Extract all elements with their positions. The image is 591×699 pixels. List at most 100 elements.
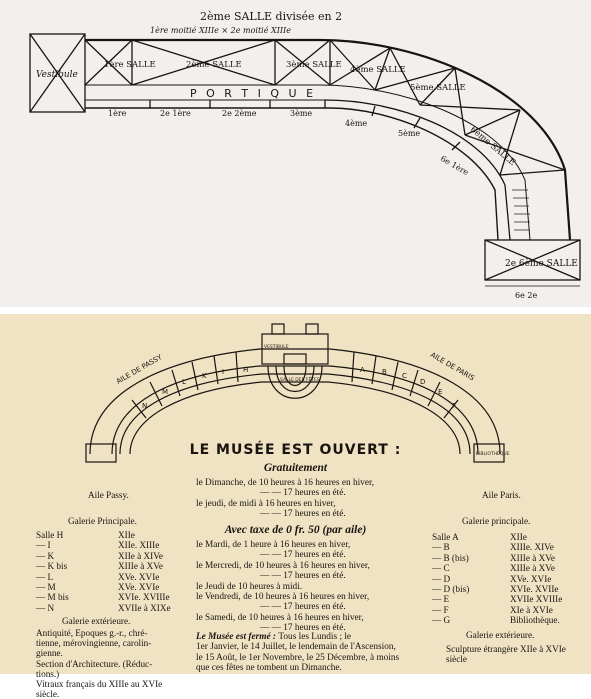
room-name: — D (bis) xyxy=(432,584,470,595)
bottom-plan-drawing: AILE DE PASSY AILE DE PARIS H I K L M N … xyxy=(85,323,510,463)
closed-text-3: le 15 Août, le 1er Novembre, le 25 Décem… xyxy=(196,652,400,663)
room-period: XVIIe à XIXe xyxy=(118,602,171,613)
vestibule-box xyxy=(29,33,86,113)
room-period: XIIe xyxy=(118,530,135,540)
room-name: — M xyxy=(36,582,56,593)
bay-6-label: 5ème xyxy=(398,129,420,138)
fee-hours-line: le Vendredi, de 10 heures à 16 heures en… xyxy=(196,592,370,603)
paris-wing-title: Aile Paris. xyxy=(482,490,521,500)
hall-5-label: 5ème SALLE xyxy=(410,82,466,93)
paris-exterior-heading: Galerie extérieure. xyxy=(466,630,535,640)
passy-exterior-text: Antiquité, Epoques g.-r., chré- tienne, … xyxy=(36,628,162,699)
exterior-line: Sculpture étrangère XIIe à XVIe xyxy=(446,644,566,654)
room-period: XVe. XVIe xyxy=(118,571,160,582)
room-l: L xyxy=(182,378,186,386)
bay-5-label: 4ème xyxy=(345,119,367,128)
salle-des-fetes-label: SALLE DES FÊTES xyxy=(280,375,320,383)
room-period: XIIIe à XVe xyxy=(510,563,555,574)
fee-entry-heading: Avec taxe de 0 fr. 50 (par aile) xyxy=(224,524,367,536)
room-i: I xyxy=(222,368,224,376)
closed-notice: Le Musée est fermé : Tous les Lundis ; l… xyxy=(196,632,436,674)
wing-passy-label: AILE DE PASSY xyxy=(115,353,164,386)
fee-hours-line: — — 17 heures en été. xyxy=(260,550,346,561)
vestibule-plan-label: VESTIBULE xyxy=(264,344,289,350)
bay-7-label: 6e 1ère xyxy=(439,154,470,177)
room-name: — E xyxy=(432,594,450,605)
closed-text-2: 1er Janvier, le 14 Juillet, le lendemain… xyxy=(196,642,396,653)
bay-3-label: 2e 2ème xyxy=(222,109,257,118)
room-name: — B (bis) xyxy=(432,552,469,563)
wing-paris-label: AILE DE PARIS xyxy=(429,351,476,383)
top-plan-drawing: 2ème SALLE divisée en 2 1ère moitié XIII… xyxy=(29,10,581,300)
hall-2-label: 2ème SALLE xyxy=(186,59,242,70)
room-m: M xyxy=(162,388,168,396)
fee-hours-line: le Jeudi de 10 heures à midi. xyxy=(196,581,303,592)
exterior-line: siècle. xyxy=(36,689,60,699)
room-period: XIIe xyxy=(510,532,527,542)
top-plan-title: 2ème SALLE divisée en 2 xyxy=(200,10,342,23)
room-period: XVIIe XVIIIe xyxy=(510,594,563,605)
top-floor-plan: 2ème SALLE divisée en 2 1ère moitié XIII… xyxy=(0,0,591,307)
room-n: N xyxy=(142,402,147,410)
passy-exterior-heading: Galerie extérieure. xyxy=(62,616,131,626)
free-hours-line: — — 17 heures en été. xyxy=(260,509,346,520)
top-plan-subtitle: 1ère moitié XIIIe × 2e moitié XIIIe xyxy=(150,26,291,35)
room-period: XIIe à XIVe xyxy=(118,550,163,561)
hall-1-label: 1ère SALLE xyxy=(104,59,156,70)
room-name: — D xyxy=(432,573,451,584)
paris-exterior-text: Sculpture étrangère XIIe à XVIe siècle xyxy=(446,644,566,664)
room-name: — N xyxy=(36,602,55,613)
free-entry-hours: le Dimanche, de 10 heures à 16 heures en… xyxy=(196,478,456,520)
bay-1-label: 1ère xyxy=(108,109,127,118)
room-name: Salle H xyxy=(36,530,64,540)
room-h: H xyxy=(243,366,248,374)
room-name: — K xyxy=(36,550,55,561)
room-a: A xyxy=(360,366,365,374)
room-name: — K bis xyxy=(36,561,68,572)
closed-text-4: que ces fêtes ne tombent un Dimanche. xyxy=(196,663,342,674)
exterior-line: siècle xyxy=(446,654,467,665)
bibliotheque-label: BIBLIOTHÈQUE xyxy=(476,449,510,457)
notice-title: LE MUSÉE EST OUVERT : xyxy=(189,442,402,458)
passy-wing-title: Aile Passy. xyxy=(88,490,129,500)
end-label: 6e 2e xyxy=(515,291,537,300)
exterior-line: Vitraux français du XIIIe au XVIe xyxy=(36,679,163,690)
room-period: XIIIe à XVe xyxy=(510,552,555,563)
room-name: — G xyxy=(432,615,451,626)
room-period: XIe à XVIe xyxy=(510,604,553,615)
room-name: Salle A xyxy=(432,532,459,542)
closed-text-1: Tous les Lundis ; le xyxy=(278,632,352,642)
room-period: XIIIe. XIVe xyxy=(510,542,554,553)
room-name: — M bis xyxy=(36,592,69,603)
room-period: XIIe. XIIIe xyxy=(118,540,160,551)
exterior-line: gienne. xyxy=(36,648,63,659)
fee-hours-line: — — 17 heures en été. xyxy=(260,602,346,613)
closed-title: Le Musée est fermé : xyxy=(196,632,277,642)
bay-2-label: 2e 1ère xyxy=(160,109,191,118)
room-period: XVe. XVIe xyxy=(118,582,160,593)
portique-label: P O R T I Q U E xyxy=(190,87,316,100)
room-f: F xyxy=(452,402,456,410)
room-name: — F xyxy=(432,604,449,615)
room-period: XIIIe à XVe xyxy=(118,561,163,572)
exterior-line: tienne, mérovingienne, carolin- xyxy=(36,638,152,649)
fee-hours-line: le Mercredi, de 10 heures à 16 heures en… xyxy=(196,560,370,571)
fee-hours-line: — — 17 heures en été. xyxy=(260,571,346,582)
room-period: XVIe. XVIIe xyxy=(510,584,559,595)
free-hours-line: le jeudi, de midi à 16 heures en hiver, xyxy=(196,498,336,509)
fee-entry-hours: le Mardi, de 1 heure à 16 heures en hive… xyxy=(196,540,456,634)
museum-notice-page: AILE DE PASSY AILE DE PARIS H I K L M N … xyxy=(0,314,591,699)
exterior-line: Section d'Architecture. (Réduc- xyxy=(36,658,153,669)
room-c: C xyxy=(402,372,407,380)
bay-4-label: 3ème xyxy=(290,109,312,118)
room-k: K xyxy=(202,372,207,380)
fee-hours-line: — — 17 heures en été. xyxy=(260,623,346,634)
fee-hours-line: le Mardi, de 1 heure à 16 heures en hive… xyxy=(196,540,351,550)
room-name: — C xyxy=(432,563,450,574)
hall-end-label: 2e 6ème SALLE xyxy=(505,258,578,269)
paris-rooms: Salle A XIIe — B XIIIe. XIVe — B (bis) XIII… xyxy=(432,532,562,626)
free-hours-line: le Dimanche, de 10 heures à 16 heures en… xyxy=(196,478,375,488)
room-name: — B xyxy=(432,542,450,553)
